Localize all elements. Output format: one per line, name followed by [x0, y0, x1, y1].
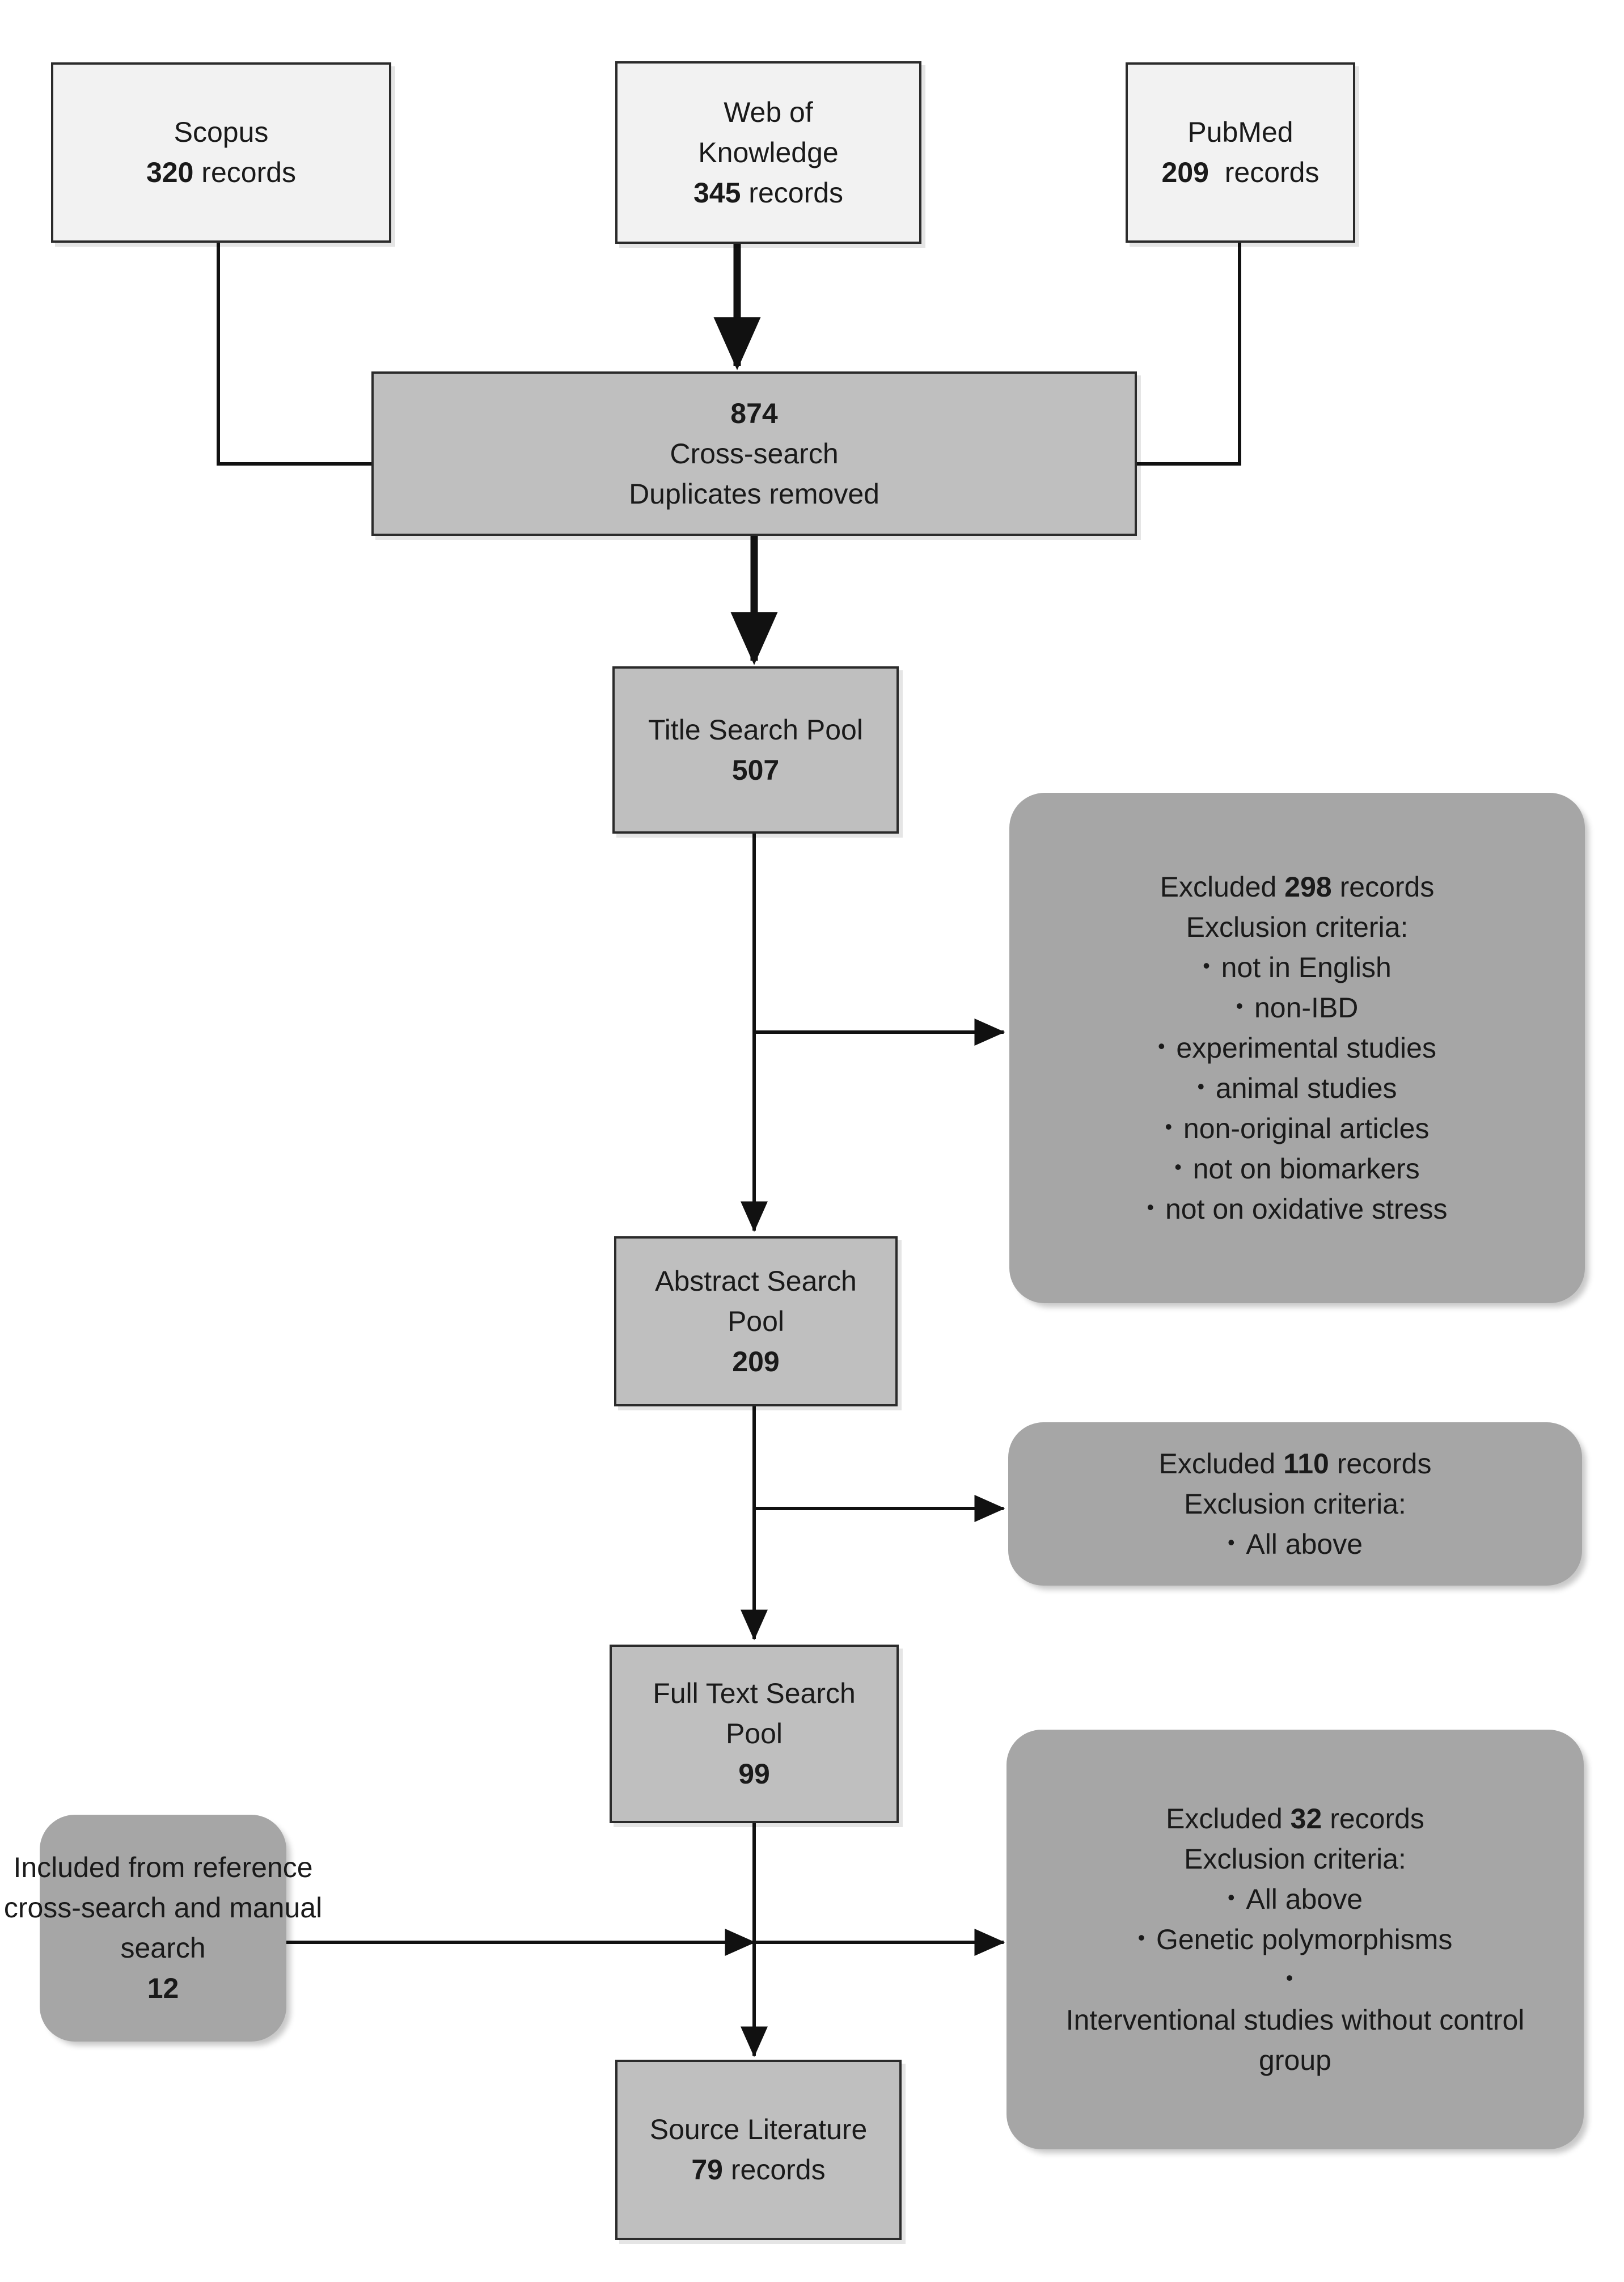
stage-box-abstract-search-pool: Abstract Search Pool 209 [614, 1236, 898, 1406]
abstract-pool-count: 209 [732, 1345, 780, 1377]
abstract-pool-label-line1: Abstract Search [655, 1265, 857, 1297]
source-box-pubmed: PubMed 209 records [1126, 62, 1355, 243]
exclusion-1-criterion-7: •not on oxidative stress [1147, 1193, 1448, 1225]
bullet-icon: • [1227, 1530, 1235, 1554]
source-literature-label: Source Literature [649, 2114, 868, 2145]
source-name-wok-line2: Knowledge [698, 136, 839, 168]
source-box-web-of-knowledge: Web of Knowledge 345 records [615, 61, 921, 244]
exclusion-1-criteria-list: •not in English •non-IBD •experimental s… [1009, 948, 1585, 1229]
exclusion-3-criterion-2: •Genetic polymorphisms [1137, 1923, 1453, 1955]
exclusion-2-header: Excluded 110 records [1158, 1447, 1432, 1480]
stage-box-source-literature: Source Literature 79 records [615, 2060, 902, 2240]
exclusion-3-criterion-1: •All above [1227, 1883, 1363, 1915]
source-name-wok-line1: Web of [724, 96, 813, 128]
stage-box-full-text-search-pool: Full Text Search Pool 99 [610, 1645, 899, 1823]
exclusion-2-criterion-1: •All above [1227, 1528, 1363, 1560]
stage-box-title-search-pool: Title Search Pool 507 [612, 666, 899, 834]
bullet-icon: • [1227, 1885, 1235, 1909]
bullet-icon: • [1147, 1195, 1154, 1219]
exclusion-2-criteria-label: Exclusion criteria: [1184, 1487, 1406, 1520]
included-line-2: cross-search and manual [3, 1892, 323, 1924]
included-from-reference-box: Included from reference cross-search and… [4, 1815, 322, 2042]
fulltext-pool-label-line1: Full Text Search [653, 1677, 856, 1709]
bullet-icon: • [1236, 994, 1244, 1017]
exclusion-1-criterion-3: •experimental studies [1158, 1032, 1436, 1064]
dedup-count: 874 [730, 397, 778, 429]
exclusion-1-criterion-6: •not on biomarkers [1174, 1152, 1420, 1185]
exclusion-box-3: Excluded 32 records Exclusion criteria: … [1006, 1730, 1584, 2149]
source-count-wok: 345 records [693, 176, 844, 209]
bullet-icon: • [1158, 1034, 1165, 1058]
exclusion-3-criterion-3: •Interventional studies without control … [1006, 1960, 1584, 2081]
exclusion-1-criterion-5: •non-original articles [1165, 1112, 1430, 1144]
dedup-line-duplicates-removed: Duplicates removed [629, 477, 879, 510]
source-literature-count: 79 records [691, 2154, 826, 2186]
exclusion-box-1: Excluded 298 records Exclusion criteria:… [1009, 793, 1585, 1303]
bullet-icon: • [1197, 1074, 1205, 1098]
title-pool-label: Title Search Pool [648, 713, 863, 746]
bullet-icon: • [1174, 1155, 1182, 1178]
exclusion-box-2: Excluded 110 records Exclusion criteria:… [1008, 1422, 1582, 1586]
included-line-1: Included from reference [13, 1852, 313, 1883]
fulltext-pool-label-line2: Pool [725, 1718, 783, 1749]
fulltext-pool-count: 99 [738, 1758, 770, 1790]
source-name-scopus: Scopus [174, 116, 269, 148]
exclusion-1-criterion-2: •non-IBD [1236, 991, 1359, 1024]
exclusion-1-criterion-4: •animal studies [1197, 1072, 1397, 1104]
included-line-3: search [120, 1932, 206, 1964]
source-box-scopus: Scopus 320 records [51, 62, 391, 243]
bullet-icon: • [1137, 1925, 1145, 1949]
source-count-pubmed: 209 records [1161, 157, 1320, 188]
dedup-line-cross-search: Cross-search [670, 437, 839, 470]
source-count-scopus: 320 records [146, 157, 297, 188]
exclusion-3-criteria-label: Exclusion criteria: [1184, 1842, 1406, 1875]
exclusion-1-criteria-label: Exclusion criteria: [1186, 911, 1409, 943]
exclusion-1-criterion-1: •not in English [1203, 951, 1392, 983]
bullet-icon: • [1165, 1114, 1173, 1138]
source-name-pubmed: PubMed [1187, 116, 1293, 148]
bullet-icon: • [1203, 953, 1210, 977]
exclusion-3-header: Excluded 32 records [1166, 1802, 1424, 1835]
bullet-icon: • [1285, 1966, 1293, 1989]
included-count: 12 [147, 1972, 179, 2004]
abstract-pool-label-line2: Pool [727, 1305, 785, 1337]
title-pool-count: 507 [731, 754, 780, 786]
exclusion-3-criteria-list: •All above •Genetic polymorphisms •Inter… [1006, 1879, 1584, 2081]
exclusion-2-criteria-list: •All above [1008, 1524, 1582, 1565]
stage-box-duplicates-removed: 874 Cross-search Duplicates removed [371, 371, 1137, 536]
exclusion-1-header: Excluded 298 records [1160, 870, 1435, 903]
